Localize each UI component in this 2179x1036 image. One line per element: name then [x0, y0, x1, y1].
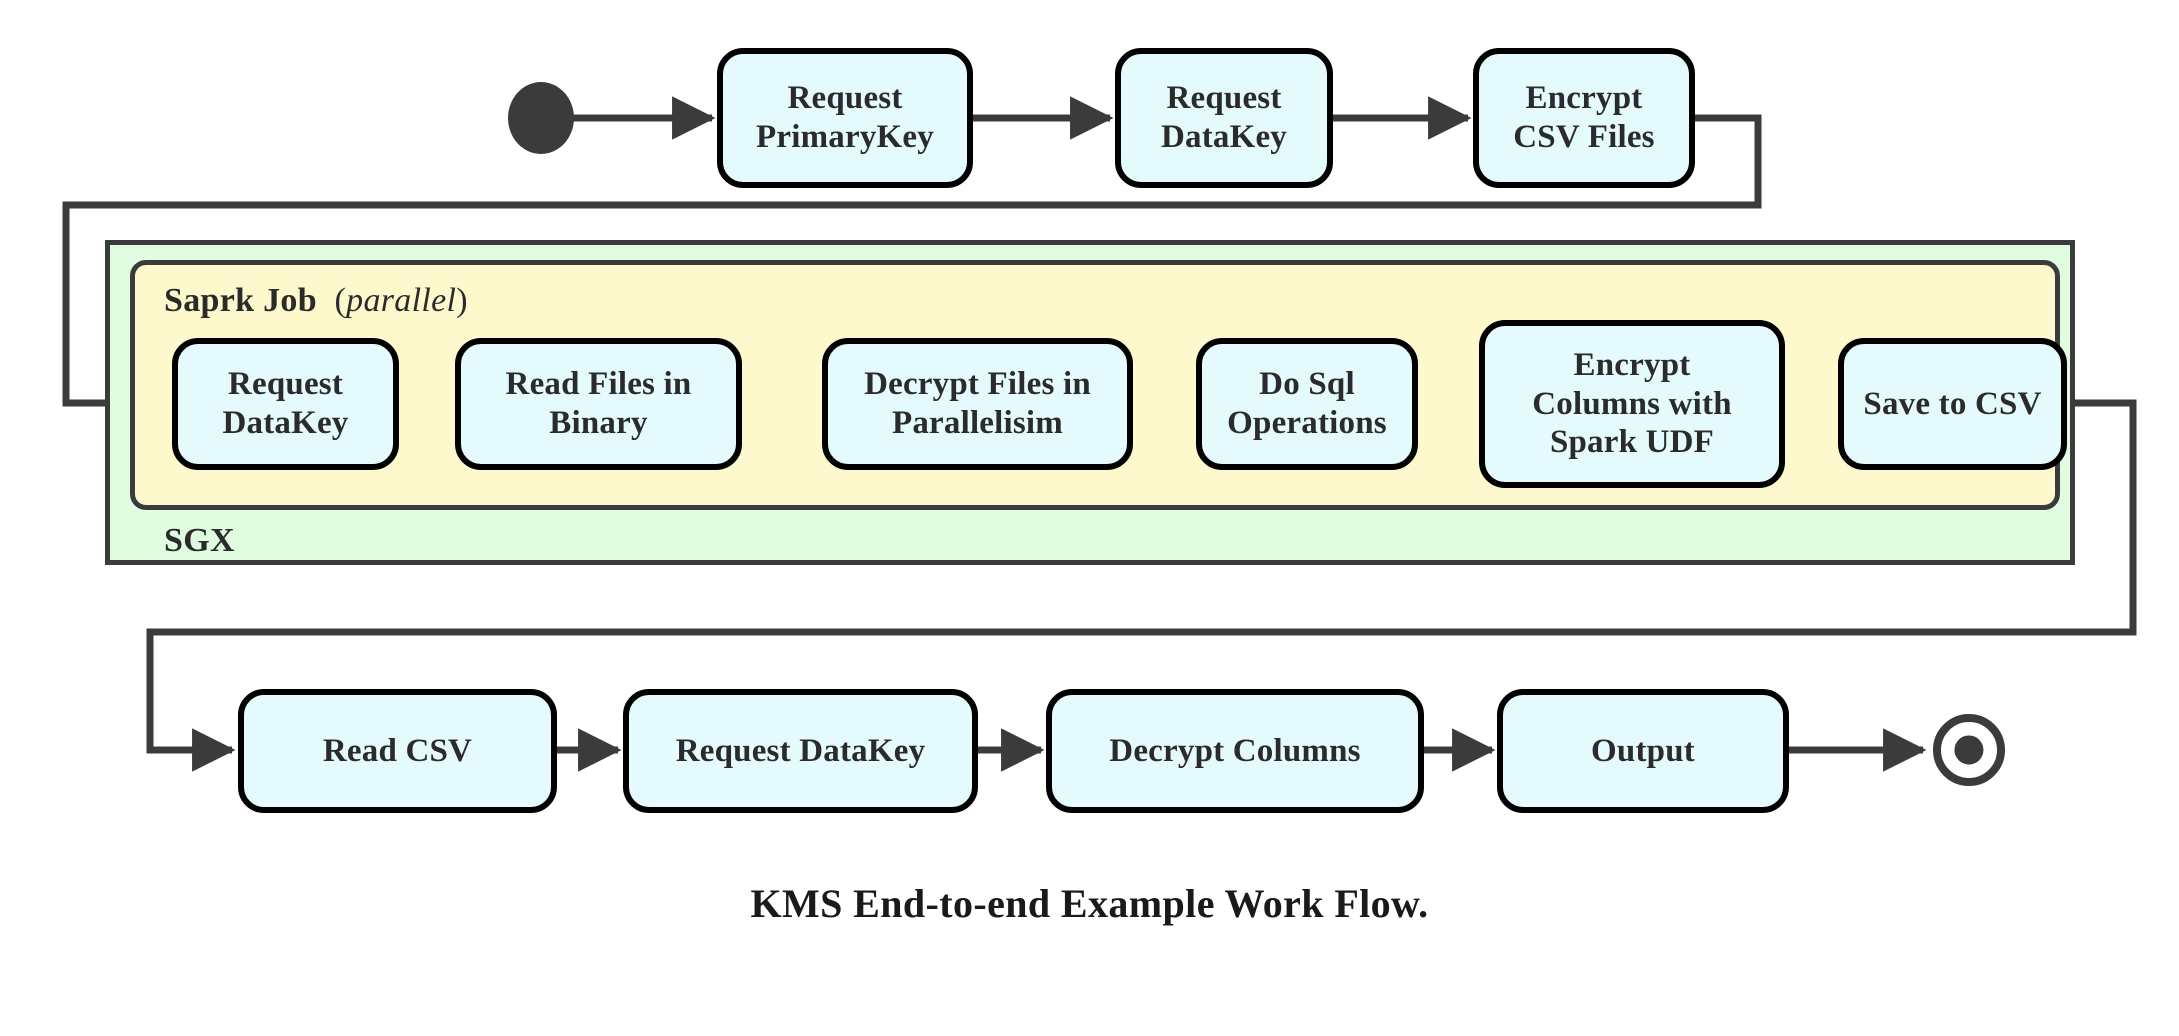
node-line: Binary — [549, 405, 648, 441]
node-line: CSV Files — [1513, 119, 1655, 155]
node-output[interactable]: Output — [1497, 689, 1789, 813]
node-line: PrimaryKey — [756, 119, 934, 155]
node-line: Read CSV — [322, 732, 473, 769]
node-decrypt-files-in-parallelisim[interactable]: Decrypt Files in Parallelisim — [822, 338, 1133, 470]
node-encrypt-columns-with-spark-udf[interactable]: Encrypt Columns with Spark UDF — [1479, 320, 1785, 488]
node-line: Parallelisim — [891, 405, 1063, 441]
node-line: DataKey — [1160, 119, 1288, 155]
start-node — [508, 82, 574, 154]
diagram-caption: KMS End-to-end Example Work Flow. — [750, 881, 1429, 926]
node-line: Request — [1166, 80, 1282, 117]
node-line: Output — [1591, 732, 1695, 769]
node-line: Save to CSV — [1863, 385, 2042, 422]
spark-job-label-italic: parallel — [346, 282, 457, 319]
node-line: Request — [227, 366, 344, 403]
end-node — [1933, 714, 2005, 786]
node-line: Operations — [1227, 405, 1387, 441]
node-line: Encrypt — [1525, 80, 1643, 117]
node-save-to-csv[interactable]: Save to CSV — [1838, 338, 2067, 470]
node-request-datakey-top[interactable]: Request DataKey — [1115, 48, 1333, 188]
node-line: Columns with — [1532, 385, 1732, 422]
node-line: Spark UDF — [1549, 424, 1715, 461]
node-line: Decrypt Columns — [1109, 732, 1361, 769]
node-encrypt-csv-files[interactable]: Encrypt CSV Files — [1473, 48, 1695, 188]
spark-job-label-paren-close: ) — [456, 282, 468, 319]
sgx-label: SGX — [164, 522, 235, 559]
node-read-files-in-binary[interactable]: Read Files in Binary — [455, 338, 742, 470]
spark-job-label-paren-open: ( — [316, 282, 347, 319]
node-line: Request DataKey — [675, 732, 926, 769]
spark-job-label-text: Saprk Job — [164, 282, 317, 319]
node-read-csv[interactable]: Read CSV — [238, 689, 557, 813]
node-line: DataKey — [222, 405, 349, 441]
node-line: Read Files in — [505, 366, 692, 403]
node-line: Do Sql — [1259, 366, 1355, 403]
node-line: Encrypt — [1573, 346, 1691, 383]
node-line: Request — [787, 80, 903, 117]
node-line: Decrypt Files in — [864, 366, 1091, 403]
node-request-datakey-spark[interactable]: Request DataKey — [172, 338, 399, 470]
node-request-primarykey[interactable]: Request PrimaryKey — [717, 48, 973, 188]
node-request-datakey-bottom[interactable]: Request DataKey — [623, 689, 978, 813]
spark-job-label: Saprk Job (parallel) — [164, 282, 468, 320]
node-decrypt-columns[interactable]: Decrypt Columns — [1046, 689, 1424, 813]
node-do-sql-operations[interactable]: Do Sql Operations — [1196, 338, 1418, 470]
